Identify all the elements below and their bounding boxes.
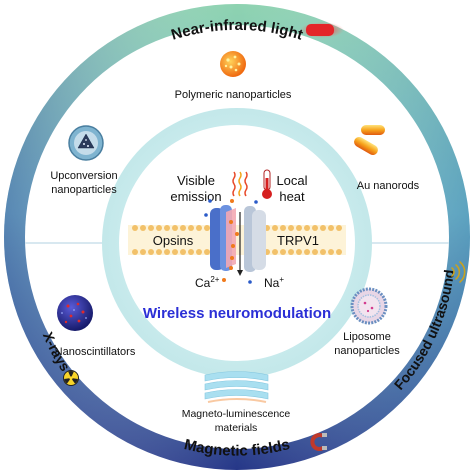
liposome-icon bbox=[350, 287, 388, 325]
polymeric-label: Polymeric nanoparticles bbox=[175, 89, 292, 101]
magneto-luminescence-icon bbox=[204, 371, 269, 403]
au-nanorods-icon bbox=[354, 125, 385, 155]
local-heat-line2: heat bbox=[279, 189, 305, 204]
magnet-icon bbox=[310, 433, 327, 451]
trpv1-label: TRPV1 bbox=[277, 233, 319, 248]
visible-emission-line2: emission bbox=[170, 189, 221, 204]
radiation-icon bbox=[63, 370, 79, 386]
polymeric-nanoparticle-icon bbox=[220, 51, 246, 77]
ion-channel-icon bbox=[210, 205, 266, 276]
magnetic-fields-label: Magnetic fields bbox=[182, 436, 291, 460]
thermometer-icon bbox=[262, 169, 272, 199]
magneto-label-line2: materials bbox=[215, 422, 258, 434]
visible-emission-line1: Visible bbox=[177, 173, 215, 188]
opsins-label: Opsins bbox=[153, 233, 194, 248]
liposome-label-line2: nanoparticles bbox=[334, 345, 400, 357]
liposome-label-line1: Liposome bbox=[343, 331, 391, 343]
nanoscintillator-icon bbox=[57, 295, 93, 331]
emission-wave-icon bbox=[232, 171, 248, 197]
center-title: Wireless neuromodulation bbox=[143, 305, 331, 322]
magneto-label-line1: Magneto-luminescence bbox=[182, 408, 291, 420]
nanoscintillators-label: Nanoscintillators bbox=[55, 346, 136, 358]
upconversion-label-line1: Upconversion bbox=[50, 170, 117, 182]
au-nanorods-label: Au nanorods bbox=[357, 180, 420, 192]
cell-membrane bbox=[128, 225, 346, 255]
upconversion-nanoparticle-icon bbox=[68, 125, 104, 161]
ultrasound-wave-icon bbox=[451, 261, 466, 283]
ion-dots bbox=[204, 199, 258, 284]
local-heat-line1: Local bbox=[276, 173, 307, 188]
nir-beam-icon bbox=[300, 22, 344, 38]
calcium-ion-label: Ca2+ bbox=[195, 275, 220, 290]
sodium-ion-label: Na+ bbox=[264, 275, 284, 290]
upconversion-label-line2: nanoparticles bbox=[51, 184, 117, 196]
